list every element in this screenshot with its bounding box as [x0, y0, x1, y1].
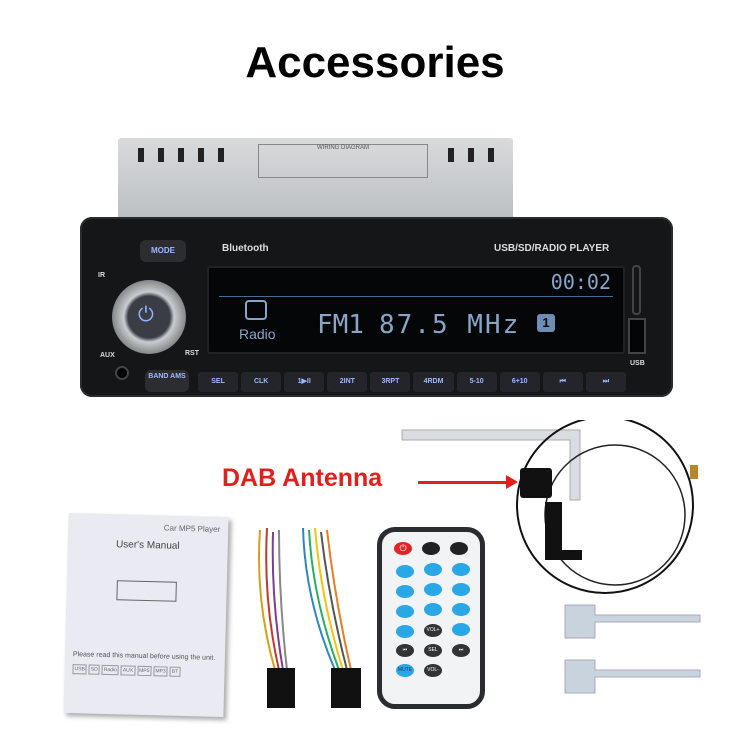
preset-badge: 1: [537, 314, 555, 332]
next-button[interactable]: ⏭: [585, 372, 626, 392]
remote-call-icon: [422, 542, 440, 555]
remote-sel: SEL: [424, 644, 442, 657]
function-buttons: SEL CLK 1▶II 2INT 3RPT 4RDM 5-10 6+10 ⏮ …: [198, 372, 626, 392]
preset-5-button[interactable]: 5-10: [456, 372, 497, 392]
manual-badge: Radio: [101, 664, 119, 676]
manual-note: Please read this manual before using the…: [72, 651, 216, 662]
source-label: Radio: [239, 326, 276, 342]
frequency: 87.5 MHz: [379, 310, 521, 340]
manual-badge: USB: [72, 664, 87, 675]
remote-mute: MUTE: [396, 664, 414, 677]
remote-hangup-icon: [450, 542, 468, 555]
volume-knob[interactable]: ⏻: [112, 280, 186, 354]
preset-2-button[interactable]: 2INT: [327, 372, 368, 392]
power-icon: ⏻: [138, 304, 154, 326]
usb-port: [628, 318, 646, 354]
wiring-diagram-label: WIRING DIAGRAM: [258, 144, 428, 178]
removal-keys: [564, 604, 701, 694]
radio-display: 00:02 Radio FM1 87.5 MHz 1: [207, 266, 625, 354]
radio-icon: [245, 300, 267, 320]
arrowhead-icon: [506, 475, 518, 489]
prev-button[interactable]: ⏮: [542, 372, 583, 392]
page-title: Accessories: [245, 38, 505, 87]
radio-chassis: WIRING DIAGRAM: [118, 138, 513, 228]
manual-badge: BT: [169, 666, 181, 677]
manual-radio-drawing: [116, 580, 177, 602]
remote-power-icon: ⏻: [394, 542, 412, 555]
preset-6-button[interactable]: 6+10: [499, 372, 540, 392]
clock: 00:02: [550, 270, 611, 294]
preset-4-button[interactable]: 4RDM: [413, 372, 454, 392]
bluetooth-label: Bluetooth: [222, 243, 269, 254]
remote-vol-down: VOL-: [424, 664, 442, 677]
dab-antenna: [401, 420, 698, 594]
aux-label: AUX: [100, 352, 115, 359]
band: FM1: [317, 310, 364, 340]
sd-slot: [632, 265, 641, 315]
mode-button[interactable]: MODE: [140, 240, 186, 262]
manual-title: User's Manual: [115, 539, 180, 552]
manual-header: Car MP5 Player: [163, 523, 221, 534]
manual-badge: AUX: [120, 665, 136, 676]
usb-label: USB: [630, 360, 645, 367]
manual-badge: MP3: [153, 666, 168, 677]
dab-antenna-label: DAB Antenna: [222, 464, 383, 492]
manual-badge: MP5: [136, 665, 152, 677]
sel-button[interactable]: SEL: [198, 372, 239, 392]
preset-3-button[interactable]: 3RPT: [370, 372, 411, 392]
remote-control: ⏻ VOL+ SEL ⏮ ⏭ VOL- MUTE: [377, 527, 485, 709]
users-manual: Car MP5 Player User's Manual Please read…: [63, 512, 229, 718]
wiring-harness: [258, 527, 361, 708]
arrow-icon: [418, 481, 510, 484]
clk-button[interactable]: CLK: [241, 372, 282, 392]
rst-label: RST: [185, 350, 199, 357]
player-label: USB/SD/RADIO PLAYER: [494, 243, 610, 254]
aux-jack: [115, 366, 129, 380]
remote-vol-up: VOL+: [424, 624, 442, 637]
band-ams-button[interactable]: BAND AMS: [145, 370, 189, 392]
manual-badge: SD: [88, 664, 100, 675]
preset-1-button[interactable]: 1▶II: [284, 372, 325, 392]
ir-label: IR: [98, 272, 105, 279]
